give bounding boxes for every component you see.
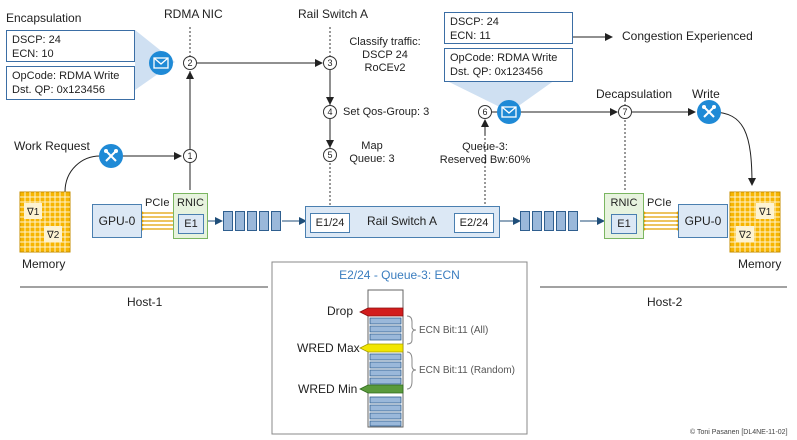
pcie-left-label: PCIe	[145, 197, 170, 209]
rnic-right: RNIC E1	[604, 193, 644, 239]
step-6: 6	[478, 105, 492, 119]
step-7: 7	[618, 105, 632, 119]
step-2: 2	[183, 56, 197, 70]
ecn-all-label: ECN Bit:11 (All)	[419, 325, 489, 336]
queue3-line-2: Reserved Bw:60%	[439, 154, 531, 166]
callout-right	[445, 80, 555, 112]
memory-left-grid	[19, 191, 71, 253]
gradient-2-label-right: ∇2	[739, 230, 752, 241]
write-label: Write	[692, 87, 720, 101]
ecn-panel-title: E2/24 - Queue-3: ECN	[339, 268, 460, 282]
rdma-nic-label: RDMA NIC	[164, 7, 223, 21]
classify-label: Classify traffic: DSCP 24 RoCEv2	[335, 36, 435, 75]
step-3: 3	[323, 56, 337, 70]
switch-port-out: E2/24	[454, 213, 494, 233]
gpu-right: GPU-0	[678, 204, 728, 238]
congestion-experienced-label: Congestion Experienced	[622, 29, 753, 43]
gradient-1-label-right: ∇1	[759, 207, 772, 218]
wred-min-marker	[359, 384, 404, 394]
tools-icon	[99, 144, 123, 168]
drop-marker	[359, 307, 404, 317]
drop-label: Drop	[327, 304, 354, 318]
marked-bth-header: OpCode: RDMA Write Dst. QP: 0x123456	[444, 48, 573, 82]
gradient-2-label: ∇2	[47, 230, 60, 241]
rail-switch-top-label: Rail Switch A	[298, 7, 369, 21]
memory-right-label: Memory	[738, 257, 782, 271]
rnic-right-port: E1	[611, 214, 637, 234]
wred-min-label: WRED Min	[298, 382, 358, 396]
encapsulation-dscp: DSCP: 24	[12, 34, 61, 46]
marked-dst-qp: Dst. QP: 0x123456	[450, 66, 543, 78]
rnic-left-label: RNIC	[177, 197, 204, 209]
marked-ip-header: DSCP: 24 ECN: 11	[444, 12, 573, 44]
marked-opcode: OpCode: RDMA Write	[450, 52, 558, 64]
rnic-right-label: RNIC	[610, 197, 638, 209]
queue3-label: Queue-3: Reserved Bw:60%	[425, 141, 545, 167]
step-5: 5	[323, 148, 337, 162]
wred-max-marker	[359, 343, 404, 353]
classify-line-1: Classify traffic:	[349, 36, 421, 48]
encapsulation-opcode: OpCode: RDMA Write	[12, 70, 120, 82]
copyright: © Toni Pasanen [DL4NE-11-02]	[690, 429, 788, 436]
step-1: 1	[183, 149, 197, 163]
rail-switch-a: E1/24 Rail Switch A E2/24	[305, 206, 500, 238]
tools-icon	[697, 100, 721, 124]
decapsulation-label: Decapsulation	[596, 87, 673, 101]
encapsulation-dst-qp: Dst. QP: 0x123456	[12, 84, 105, 96]
classify-line-3: RoCEv2	[364, 62, 406, 74]
wred-max-label: WRED Max	[297, 341, 360, 355]
host-2-label: Host-2	[647, 295, 683, 309]
envelope-icon	[497, 100, 521, 124]
host-1-label: Host-1	[127, 295, 163, 309]
marked-dscp: DSCP: 24	[450, 16, 499, 28]
switch-name: Rail Switch A	[366, 214, 438, 228]
pcie-right-label: PCIe	[647, 197, 672, 209]
set-qos-label: Set Qos-Group: 3	[343, 106, 430, 118]
gpu-left: GPU-0	[92, 204, 142, 238]
rnic-left: RNIC E1	[173, 193, 208, 239]
map-queue-label: Map Queue: 3	[342, 140, 402, 166]
rnic-left-port: E1	[178, 214, 204, 234]
encapsulation-title: Encapsulation	[6, 11, 82, 25]
ecn-random-label: ECN Bit:11 (Random)	[419, 365, 515, 376]
map-line-2: Queue: 3	[349, 153, 395, 165]
memory-left-label: Memory	[22, 257, 66, 271]
memory-right-grid	[729, 191, 781, 253]
step-4: 4	[323, 105, 337, 119]
queue3-line-1: Queue-3:	[462, 141, 508, 153]
classify-line-2: DSCP 24	[362, 49, 408, 61]
switch-port-in: E1/24	[310, 213, 350, 233]
encapsulation-ip-header: DSCP: 24 ECN: 10	[6, 30, 135, 62]
gradient-1-label: ∇1	[27, 207, 40, 218]
encapsulation-bth-header: OpCode: RDMA Write Dst. QP: 0x123456	[6, 66, 135, 100]
encapsulation-ecn: ECN: 10	[12, 48, 54, 60]
work-request-label: Work Request	[14, 139, 90, 153]
marked-ecn: ECN: 11	[450, 30, 491, 42]
envelope-icon	[149, 51, 173, 75]
map-line-1: Map	[361, 140, 383, 152]
